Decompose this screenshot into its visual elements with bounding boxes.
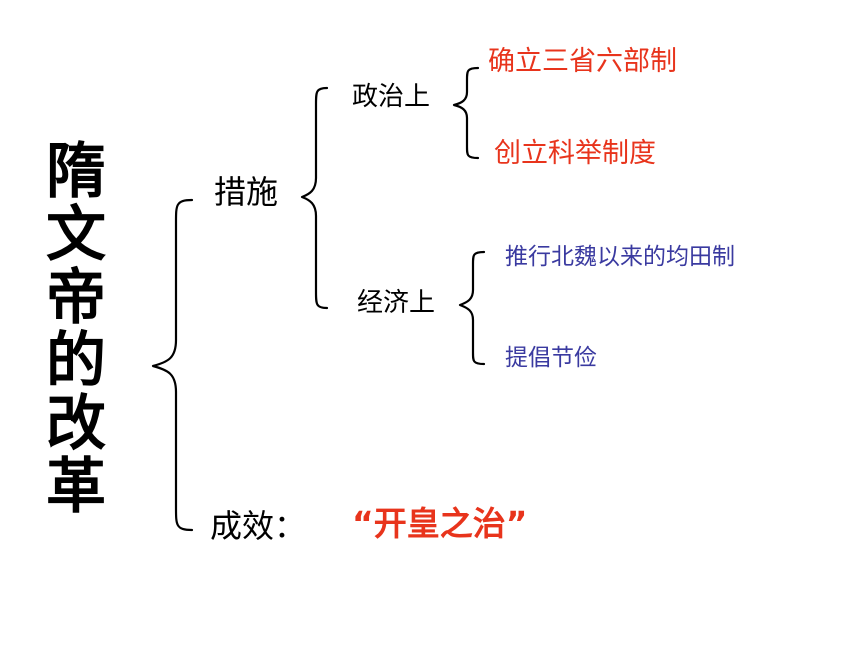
title-char: 帝 [46,263,106,333]
title-char: 的 [46,326,106,396]
result-value: “开皇之治” [352,504,528,543]
political-label: 政治上 [352,82,431,112]
title-char: 隋 [46,137,106,207]
title-char: 革 [46,452,106,522]
title-char: 文 [46,200,106,270]
economic-item: 提倡节俭 [505,345,597,371]
result-label: 成效： [210,507,307,545]
economic-item: 推行北魏以来的均田制 [505,244,735,270]
political-item: 确立三省六部制 [488,46,677,77]
economic-label: 经济上 [357,288,436,318]
title-char: 改 [46,389,106,459]
economic-brace [458,250,486,366]
political-brace [452,66,480,160]
political-item: 创立科举制度 [494,138,656,169]
measures-label: 措施 [214,173,279,211]
measures-brace [300,86,329,310]
main-brace [151,198,194,532]
